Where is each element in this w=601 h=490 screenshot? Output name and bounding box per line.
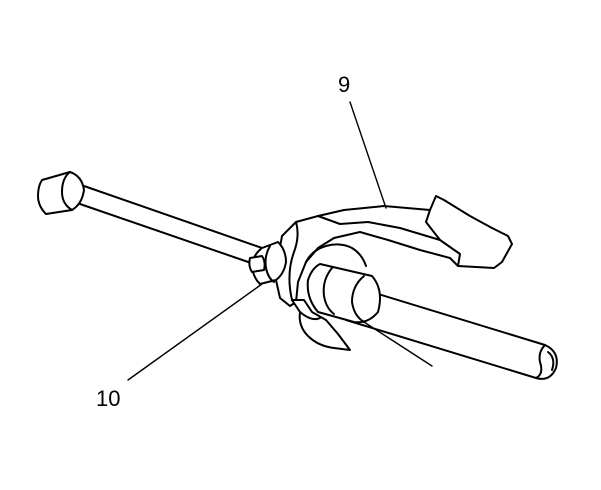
retaining-pin — [248, 241, 287, 285]
callout-10-label: 10 — [96, 386, 121, 411]
leader-line-10 — [127, 283, 263, 381]
leader-lines — [127, 101, 433, 381]
shaft-collar — [306, 263, 381, 324]
fork-leg — [291, 299, 351, 351]
main-shaft — [345, 285, 558, 380]
leader-line-extra — [363, 321, 433, 367]
shift-rail — [79, 185, 263, 265]
callout-9-label: 9 — [338, 72, 351, 97]
rail-end-cap — [37, 171, 85, 215]
leader-line-9 — [349, 101, 387, 209]
